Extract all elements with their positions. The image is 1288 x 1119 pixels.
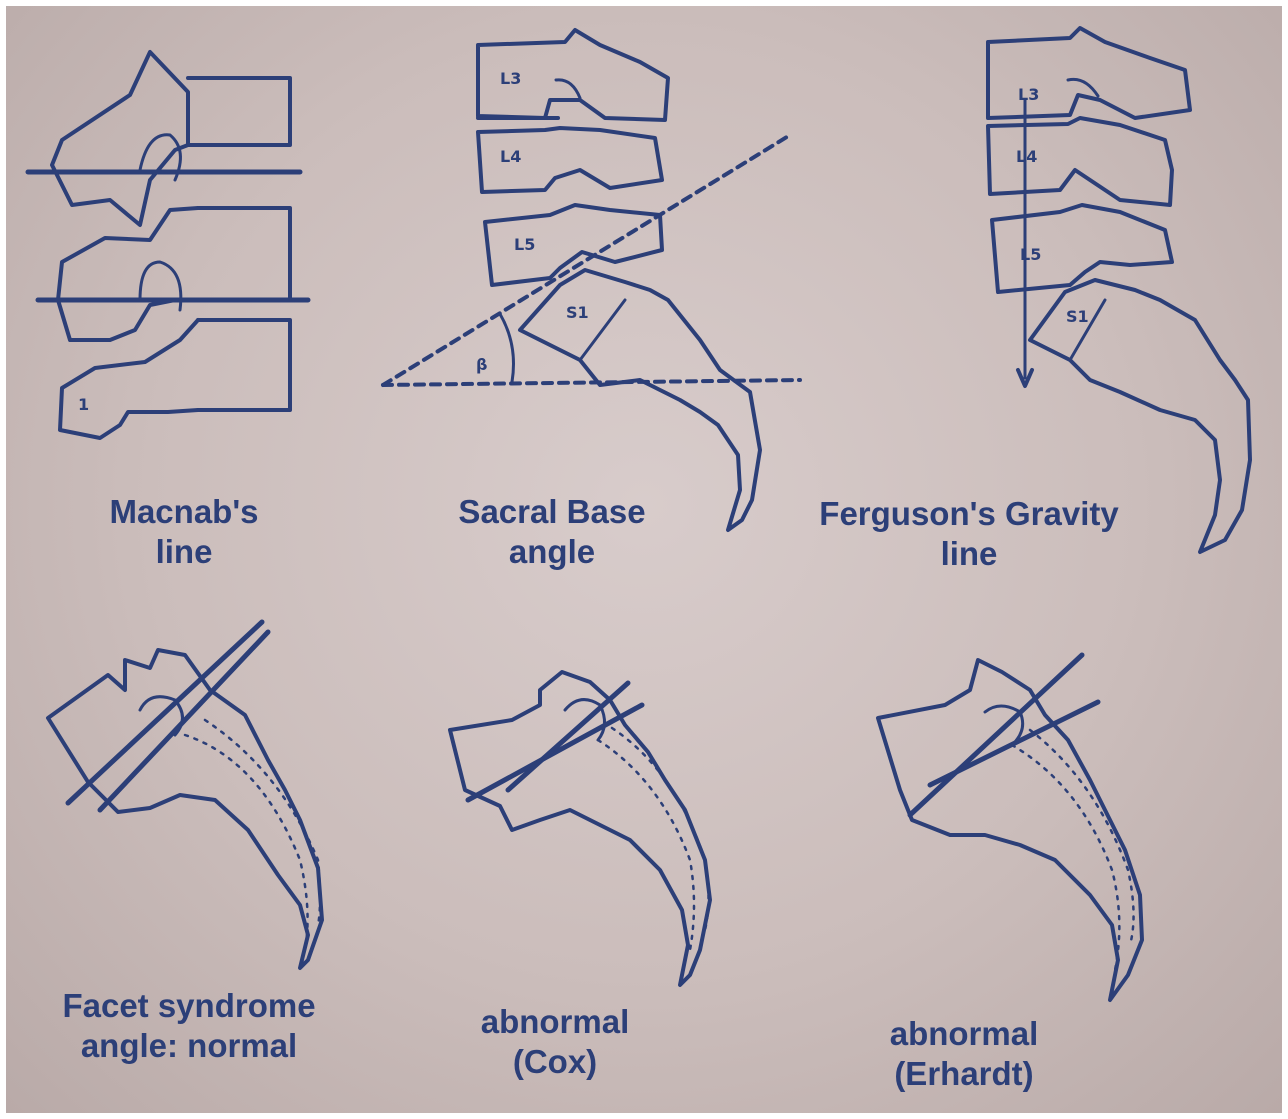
s1-label: S1	[566, 303, 589, 322]
abnormal-cox-diagram	[450, 672, 710, 985]
macnab-diagram: 1	[28, 52, 308, 438]
diagram-plate: 1 L3 L4 L5 S1 β	[6, 6, 1282, 1113]
abnormal-erhardt-caption-line2: (Erhardt)	[890, 1054, 1039, 1094]
macnab-caption-line1: Macnab's	[109, 492, 258, 532]
svg-text:1: 1	[78, 395, 89, 414]
sacral-base-diagram: L3 L4 L5 S1 β	[383, 30, 800, 530]
l3-label-ferguson: L3	[1018, 85, 1039, 104]
macnab-caption: Macnab's line	[109, 492, 258, 572]
l5-label-ferguson: L5	[1020, 245, 1041, 264]
macnab-caption-line2: line	[109, 532, 258, 572]
facet-normal-caption-line2: angle: normal	[62, 1026, 315, 1066]
l3-label: L3	[500, 69, 521, 88]
abnormal-erhardt-caption-line1: abnormal	[890, 1014, 1039, 1054]
facet-normal-caption: Facet syndrome angle: normal	[62, 986, 315, 1066]
l4-label-ferguson: L4	[1016, 147, 1037, 166]
sacral-base-caption-line1: Sacral Base	[458, 492, 645, 532]
ferguson-caption-line2: line	[819, 534, 1118, 574]
facet-normal-caption-line1: Facet syndrome	[62, 986, 315, 1026]
abnormal-cox-caption-line2: (Cox)	[481, 1042, 630, 1082]
sacral-base-caption-line2: angle	[458, 532, 645, 572]
sacral-base-caption: Sacral Base angle	[458, 492, 645, 572]
l5-label: L5	[514, 235, 535, 254]
sacral-angle-symbol: β	[476, 355, 487, 374]
ferguson-caption: Ferguson's Gravity line	[819, 494, 1118, 574]
s1-label-ferguson: S1	[1066, 307, 1089, 326]
l4-label: L4	[500, 147, 521, 166]
ferguson-diagram: L3 L4 L5 S1	[988, 28, 1250, 552]
facet-normal-diagram	[48, 622, 322, 968]
abnormal-erhardt-diagram	[878, 655, 1142, 1000]
abnormal-cox-caption-line1: abnormal	[481, 1002, 630, 1042]
ferguson-caption-line1: Ferguson's Gravity	[819, 494, 1118, 534]
abnormal-cox-caption: abnormal (Cox)	[481, 1002, 630, 1082]
abnormal-erhardt-caption: abnormal (Erhardt)	[890, 1014, 1039, 1094]
